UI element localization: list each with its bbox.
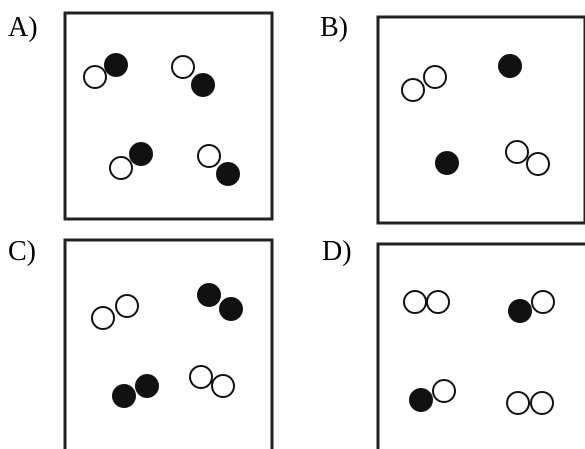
- option-d-particle-3: [409, 379, 456, 412]
- open-atom-circle: [91, 306, 115, 330]
- option-c-particle-1: [91, 294, 139, 330]
- open-atom-circle: [506, 391, 530, 415]
- open-atom-circle: [505, 140, 529, 164]
- option-a-particle-3: [109, 142, 153, 180]
- open-atom-circle: [403, 290, 427, 314]
- option-a-particle-2: [171, 55, 215, 97]
- filled-atom-circle: [104, 53, 128, 77]
- option-c-box: [63, 238, 274, 449]
- particles-layer: [83, 53, 555, 415]
- option-b-particle-2: [498, 54, 522, 78]
- filled-atom-circle: [129, 142, 153, 166]
- open-atom-circle: [189, 365, 213, 389]
- open-atom-circle: [526, 152, 550, 176]
- option-d-particle-2: [508, 290, 555, 323]
- open-atom-circle: [423, 65, 447, 89]
- option-label-c: C): [8, 236, 36, 267]
- option-b-particle-1: [401, 65, 447, 102]
- filled-atom-circle: [135, 374, 159, 398]
- filled-atom-circle: [435, 151, 459, 175]
- open-atom-circle: [211, 374, 235, 398]
- open-atom-circle: [401, 78, 425, 102]
- option-b-box: [376, 15, 585, 225]
- option-c-particle-3: [112, 374, 159, 408]
- filled-atom-circle: [219, 297, 243, 321]
- option-a-particle-4: [197, 144, 240, 186]
- option-c-particle-2: [197, 283, 243, 321]
- option-a-particle-1: [83, 53, 128, 89]
- filled-atom-circle: [409, 388, 433, 412]
- filled-atom-circle: [197, 283, 221, 307]
- option-d-particle-4: [506, 391, 554, 415]
- open-atom-circle: [83, 65, 107, 89]
- option-label-b: B): [320, 12, 348, 43]
- filled-atom-circle: [216, 162, 240, 186]
- open-atom-circle: [531, 290, 555, 314]
- open-atom-circle: [171, 55, 195, 79]
- option-b-particle-3: [435, 151, 459, 175]
- option-d-particle-1: [403, 290, 450, 314]
- filled-atom-circle: [191, 73, 215, 97]
- filled-atom-circle: [112, 384, 136, 408]
- option-c-particle-4: [189, 365, 235, 398]
- option-d-box: [376, 242, 585, 449]
- open-atom-circle: [432, 379, 456, 403]
- option-a-box: [63, 11, 274, 221]
- option-label-d: D): [322, 236, 352, 267]
- filled-atom-circle: [508, 299, 532, 323]
- open-atom-circle: [115, 294, 139, 318]
- open-atom-circle: [197, 144, 221, 168]
- option-label-a: A): [8, 12, 38, 43]
- option-b-particle-4: [505, 140, 550, 176]
- open-atom-circle: [426, 290, 450, 314]
- filled-atom-circle: [498, 54, 522, 78]
- open-atom-circle: [530, 391, 554, 415]
- open-atom-circle: [109, 156, 133, 180]
